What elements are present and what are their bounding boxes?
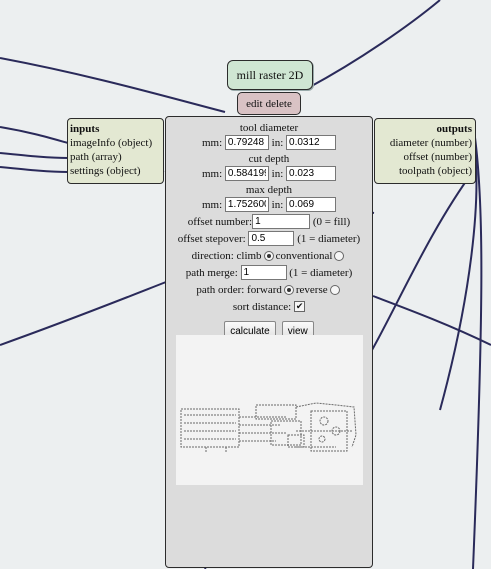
edit-delete-bar: edit delete (237, 92, 301, 115)
settings-panel: tool diameter mm: in: cut depth mm: in: … (165, 116, 373, 568)
offset-number-label: offset number: (187, 215, 253, 228)
node-title-text: mill raster 2D (236, 67, 304, 82)
cut-depth-in-input[interactable] (286, 166, 337, 181)
reverse-radio[interactable] (329, 284, 340, 295)
max-depth-mm-label: mm: (201, 198, 223, 211)
tool-diameter-in-label: in: (271, 136, 284, 149)
toolpath-preview-image (180, 402, 357, 453)
delete-button[interactable]: delete (265, 97, 292, 110)
offset-stepover-hint: (1 = diameter) (297, 232, 361, 245)
inputs-box: inputs imageInfo (object) path (array) s… (67, 118, 164, 184)
cut-depth-in-label: in: (271, 167, 284, 180)
direction-label: direction: (191, 249, 234, 262)
cut-depth-mm-label: mm: (201, 167, 223, 180)
offset-stepover-label: offset stepover: (177, 232, 246, 245)
output-port-offset[interactable]: offset (number) (403, 151, 472, 163)
path-merge-label: path merge: (185, 266, 238, 279)
offset-stepover-input[interactable] (248, 231, 295, 246)
tool-diameter-in-input[interactable] (286, 135, 337, 150)
conventional-radio[interactable] (334, 250, 345, 261)
path-merge-input[interactable] (240, 265, 287, 280)
sort-distance-label: sort distance: (232, 300, 292, 313)
outputs-box: outputs diameter (number) offset (number… (374, 118, 476, 184)
tool-diameter-mm-input[interactable] (224, 135, 269, 150)
climb-label: climb (236, 249, 262, 262)
outputs-heading: outputs (436, 123, 472, 135)
path-merge-hint: (1 = diameter) (289, 266, 353, 279)
output-port-diameter[interactable]: diameter (number) (389, 137, 472, 149)
conventional-label: conventional (275, 249, 333, 262)
forward-radio[interactable] (283, 284, 294, 295)
offset-number-hint: (0 = fill) (312, 215, 351, 228)
forward-label: forward (247, 283, 282, 296)
max-depth-in-label: in: (271, 198, 284, 211)
edit-button[interactable]: edit (246, 97, 263, 110)
node-title[interactable]: mill raster 2D (227, 60, 313, 90)
climb-radio[interactable] (263, 250, 274, 261)
reverse-label: reverse (295, 283, 328, 296)
input-port-path[interactable]: path (array) (70, 151, 122, 163)
offset-number-input[interactable] (252, 214, 311, 229)
cut-depth-mm-input[interactable] (224, 166, 269, 181)
max-depth-mm-input[interactable] (224, 197, 269, 212)
max-depth-in-input[interactable] (286, 197, 337, 212)
cut-depth-label: cut depth (248, 153, 290, 165)
output-port-toolpath[interactable]: toolpath (object) (398, 165, 472, 177)
sort-distance-checkbox[interactable]: ✔ (294, 301, 306, 312)
tool-diameter-label: tool diameter (239, 122, 299, 134)
input-port-imageinfo[interactable]: imageInfo (object) (70, 137, 153, 149)
max-depth-label: max depth (245, 184, 293, 196)
inputs-heading: inputs (70, 123, 100, 135)
tool-diameter-mm-label: mm: (201, 136, 223, 149)
toolpath-preview (176, 335, 363, 485)
path-order-label: path order: (196, 283, 245, 296)
input-port-settings[interactable]: settings (object) (70, 165, 141, 177)
